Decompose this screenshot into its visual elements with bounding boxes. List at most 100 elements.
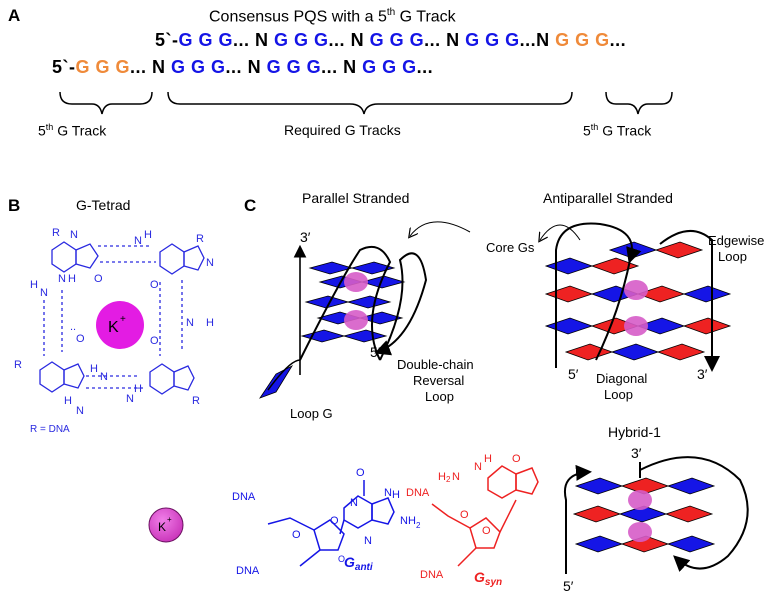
sequence-segment: G G G — [459, 30, 520, 50]
hybrid-3prime: 3′ — [631, 445, 642, 461]
svg-text:H: H — [90, 363, 98, 375]
svg-text:O: O — [356, 467, 365, 479]
loop-g-label: Loop G — [290, 406, 333, 421]
sequence-segment: N — [343, 57, 357, 77]
svg-text:N: N — [206, 257, 214, 269]
diagonal-loop-label-2: Loop — [604, 387, 633, 402]
svg-text:N: N — [474, 461, 482, 473]
double-chain-label-1: Double-chain — [397, 357, 474, 372]
edgewise-loop-label-2: Loop — [718, 249, 747, 264]
svg-text:+: + — [120, 314, 126, 325]
svg-text:N: N — [350, 497, 358, 509]
svg-text:R: R — [52, 227, 60, 239]
g-tetrad-structure — [39, 241, 205, 395]
sequence-segment: G G G — [268, 30, 329, 50]
svg-text:R: R — [196, 233, 204, 245]
svg-text:O: O — [460, 509, 469, 521]
sequence-segment: ... — [328, 30, 351, 50]
hybrid-quadruplex — [564, 456, 749, 574]
sequence-segment: N — [247, 57, 262, 77]
svg-text:O: O — [150, 279, 159, 291]
svg-text:N: N — [70, 229, 78, 241]
svg-text:N: N — [58, 273, 66, 285]
svg-text:N: N — [76, 405, 84, 417]
fifth-g-track-label-right: 5th G Track — [583, 122, 652, 139]
svg-text:H: H — [438, 471, 446, 483]
brace-right — [605, 91, 673, 115]
sequence-segment: N — [255, 30, 269, 50]
svg-text:R = DNA: R = DNA — [30, 424, 70, 435]
antiparallel-quadruplex — [540, 222, 732, 372]
sequence-segment: ... — [416, 57, 434, 77]
svg-text:N: N — [100, 371, 108, 383]
svg-text:O: O — [76, 333, 85, 345]
svg-text:H: H — [68, 273, 76, 285]
svg-text:H: H — [392, 489, 400, 501]
svg-text:O: O — [94, 273, 103, 285]
svg-text:DNA: DNA — [236, 565, 260, 577]
svg-text:H: H — [64, 395, 72, 407]
sequence-segment: ... — [321, 57, 344, 77]
g-anti-label: Ganti — [344, 554, 373, 573]
antiparallel-5prime: 5′ — [568, 366, 579, 382]
hybrid-1-title: Hybrid-1 — [608, 424, 661, 440]
sequence-segment: G G G — [261, 57, 322, 77]
sequence-segment: N — [446, 30, 460, 50]
svg-text:O: O — [512, 453, 521, 465]
panel-a-title: Consensus PQS with a 5th G Track — [209, 7, 456, 26]
svg-text:O: O — [292, 529, 301, 541]
fifth-g-track-label-left: 5th G Track — [38, 122, 107, 139]
k-ion-tetrad — [96, 301, 144, 349]
svg-text:O: O — [482, 525, 491, 537]
edgewise-loop-label-1: Edgewise — [708, 233, 765, 248]
sequence-segment: G G G — [549, 30, 610, 50]
core-gs-label: Core Gs — [486, 240, 535, 255]
svg-text:H: H — [484, 453, 492, 465]
sequence-top-row: 5`-G G G... N G G G... N G G G... N G G … — [155, 30, 627, 50]
panel-b-letter: B — [8, 196, 21, 215]
g-anti-nucleoside — [267, 480, 395, 567]
g-syn-nucleoside — [431, 465, 539, 567]
svg-text:..: .. — [70, 321, 76, 333]
panel-c-letter: C — [244, 196, 257, 215]
parallel-stranded-title: Parallel Stranded — [302, 190, 410, 206]
svg-text:K: K — [108, 319, 119, 336]
sequence-segment: G G G — [356, 57, 417, 77]
sequence-bottom-row: 5`-G G G... N G G G... N G G G... N G G … — [52, 57, 434, 77]
diagonal-loop-label-1: Diagonal — [596, 371, 648, 386]
svg-text:+: + — [167, 515, 172, 524]
svg-text:K: K — [158, 520, 166, 534]
svg-text:DNA: DNA — [420, 569, 444, 581]
svg-text:H: H — [206, 317, 214, 329]
sequence-segment: ... — [233, 30, 256, 50]
panel-a-letter: A — [8, 6, 21, 25]
svg-text:N: N — [186, 317, 194, 329]
svg-text:N: N — [452, 471, 460, 483]
required-g-tracks-label: Required G Tracks — [284, 122, 401, 138]
g-syn-label: Gsyn — [474, 569, 502, 588]
svg-text:NH: NH — [400, 515, 416, 527]
sequence-segment: ... — [130, 57, 153, 77]
sequence-segment: G G G — [165, 57, 226, 77]
antiparallel-3prime: 3′ — [697, 366, 708, 382]
sequence-segment: ... — [424, 30, 447, 50]
brace-left — [59, 91, 153, 115]
svg-text:R: R — [192, 395, 200, 407]
sequence-segment: N — [152, 57, 166, 77]
svg-text:N: N — [134, 235, 142, 247]
svg-text:H: H — [30, 279, 38, 291]
sequence-segment: ... — [609, 30, 627, 50]
svg-text:R: R — [14, 359, 22, 371]
hybrid-5prime: 5′ — [563, 578, 574, 594]
brace-middle — [167, 91, 573, 115]
sequence-segment: N — [536, 30, 550, 50]
svg-text:N: N — [384, 487, 392, 499]
svg-text:O: O — [330, 515, 339, 527]
g-tetrad-title: G-Tetrad — [76, 197, 131, 213]
double-chain-label-2: Reversal — [413, 373, 465, 388]
svg-text:N: N — [364, 535, 372, 547]
loop-g-plane — [258, 365, 294, 399]
svg-text:DNA: DNA — [232, 491, 256, 503]
sequence-segment: N — [350, 30, 365, 50]
